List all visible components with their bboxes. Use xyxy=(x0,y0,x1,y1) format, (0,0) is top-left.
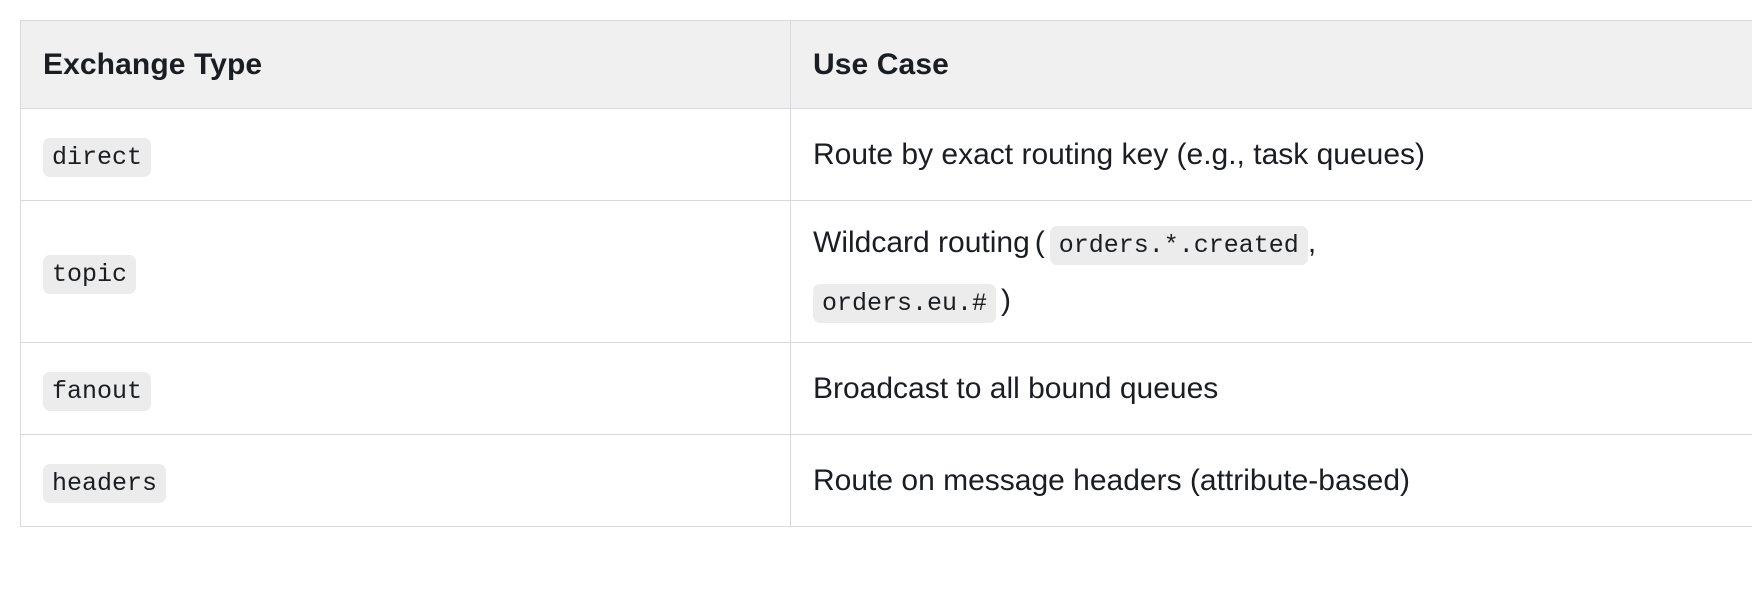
use-case-text: Broadcast to all bound queues xyxy=(813,371,1219,405)
open-paren: ( xyxy=(1034,226,1045,259)
code-separator-comma: , xyxy=(1307,226,1317,259)
table-body: direct Route by exact routing key (e.g.,… xyxy=(20,108,1752,527)
code-chip-direct: direct xyxy=(43,137,152,177)
table-header-row: Exchange Type Use Case xyxy=(20,20,1752,109)
code-chip-orders-eu-hash: orders.eu.# xyxy=(813,283,997,323)
code-chip-topic: topic xyxy=(43,254,137,294)
use-case-cell: Route on message headers (attribute-base… xyxy=(790,434,1752,527)
exchange-type-cell: fanout xyxy=(20,342,791,435)
table-header: Exchange Type Use Case xyxy=(20,20,1752,109)
close-paren: ) xyxy=(1001,283,1012,317)
use-case-text: Route by exact routing key (e.g., task q… xyxy=(813,137,1425,171)
use-case-cell: Broadcast to all bound queues xyxy=(790,342,1752,435)
exchange-type-cell: headers xyxy=(20,434,791,527)
code-chip-headers: headers xyxy=(43,463,167,503)
table-row: headers Route on message headers (attrib… xyxy=(20,434,1752,527)
use-case-cell: Route by exact routing key (e.g., task q… xyxy=(790,108,1752,201)
table-row: topic Wildcard routing(orders.*.created,… xyxy=(20,200,1752,343)
exchange-type-cell: direct xyxy=(20,108,791,201)
table-row: fanout Broadcast to all bound queues xyxy=(20,342,1752,435)
exchange-type-cell: topic xyxy=(20,200,791,343)
exchange-type-table: Exchange Type Use Case direct Route by e… xyxy=(20,20,1752,527)
code-chip-fanout: fanout xyxy=(43,371,152,411)
table-row: direct Route by exact routing key (e.g.,… xyxy=(20,108,1752,201)
column-header-use-case: Use Case xyxy=(790,20,1752,109)
use-case-cell: Wildcard routing(orders.*.created, order… xyxy=(790,200,1752,343)
column-header-exchange-type: Exchange Type xyxy=(20,20,791,109)
code-chip-orders-wildcard-created: orders.*.created xyxy=(1049,226,1308,265)
use-case-line-2: orders.eu.#) xyxy=(813,279,1752,323)
use-case-text-prefix: Wildcard routing xyxy=(813,226,1030,259)
use-case-text: Route on message headers (attribute-base… xyxy=(813,463,1411,497)
use-case-line-1: Wildcard routing(orders.*.created, xyxy=(813,221,1752,265)
